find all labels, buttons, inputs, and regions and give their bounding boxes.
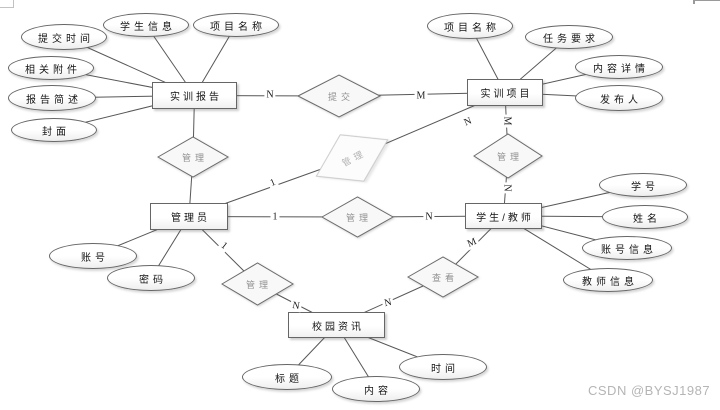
attribute-publisher: 发布人 [575, 85, 663, 111]
relationship-manage-report-label: 管理 [181, 152, 208, 163]
attribute-teacher-info: 教师信息 [563, 268, 653, 292]
cardinality-label: N [289, 299, 303, 313]
attribute-password: 密码 [107, 265, 195, 291]
attribute-password-label: 密码 [139, 274, 167, 286]
entity-training-report: 实训报告 [152, 82, 237, 109]
entity-training-project-label: 实训项目 [480, 89, 533, 100]
attribute-account-label: 账号 [81, 252, 109, 264]
diamond-shape [296, 74, 382, 118]
diamond-outline [406, 256, 480, 298]
cardinality-label: N [423, 211, 435, 223]
diamond-shape [320, 196, 394, 238]
relationship-manage-student-h: 管理 [320, 196, 394, 238]
entity-training-report-label: 实训报告 [170, 92, 222, 103]
cropped-ui-fragment-topright [693, 0, 720, 4]
diamond-outline [315, 134, 389, 182]
attribute-related-attachments: 相关附件 [8, 56, 94, 80]
relationship-submit-label: 提交 [327, 91, 354, 102]
diamond-shape [473, 133, 543, 179]
cardinality-label: N [264, 89, 276, 101]
cropped-ui-fragment-topleft [0, 0, 14, 8]
entity-admin-label: 管理员 [171, 213, 210, 224]
relationship-manage-student-v: 管理 [473, 133, 543, 179]
entity-admin: 管理员 [150, 203, 228, 230]
attribute-report-summary-label: 报告简述 [26, 94, 82, 106]
attribute-content-details-label: 内容详情 [593, 63, 649, 75]
attribute-cover-label: 封面 [42, 126, 70, 138]
relationship-view-label: 查看 [431, 272, 458, 283]
entity-student-teacher: 学生/教师 [465, 203, 542, 229]
attribute-student-id: 学号 [599, 173, 687, 197]
diamond-outline [220, 262, 294, 306]
relationship-manage-news: 管理 [220, 262, 294, 306]
attribute-project-name: 项目名称 [427, 13, 513, 39]
attribute-project-name-label: 项目名称 [444, 22, 500, 34]
diamond-shape [156, 136, 230, 178]
attribute-task-requirements: 任务要求 [525, 25, 613, 49]
entity-training-project: 实训项目 [467, 79, 543, 106]
cardinality-label: N [381, 296, 395, 310]
attribute-cover: 封面 [11, 118, 97, 142]
attribute-project-name-report-label: 项目名称 [210, 21, 266, 33]
relationship-view: 查看 [406, 256, 480, 298]
attribute-title-label: 标题 [275, 373, 303, 385]
attribute-account-info-label: 账号信息 [601, 244, 657, 256]
cardinality-label: N [501, 182, 513, 194]
attribute-publisher-label: 发布人 [600, 94, 642, 106]
relationship-manage-student-v-label: 管理 [496, 151, 523, 162]
diamond-shape [406, 256, 480, 298]
attribute-report-summary: 报告简述 [8, 85, 96, 111]
attribute-time-label: 时间 [431, 363, 459, 375]
attribute-content-details: 内容详情 [575, 55, 663, 79]
relationship-manage-report: 管理 [156, 136, 230, 178]
attribute-content: 内容 [332, 376, 420, 402]
attribute-task-requirements-label: 任务要求 [543, 33, 599, 45]
relationship-manage-news-label: 管理 [245, 279, 272, 290]
attribute-project-name-report: 项目名称 [193, 13, 279, 37]
attribute-student-info-label: 学生信息 [120, 21, 176, 33]
diamond-outline [156, 136, 230, 178]
diamond-shape [315, 134, 389, 182]
diamond-outline [296, 74, 382, 118]
entity-student-teacher-label: 学生/教师 [476, 212, 534, 224]
cardinality-label: M [501, 114, 513, 128]
watermark: CSDN @BYSJ1987 [588, 383, 711, 398]
attribute-account: 账号 [49, 243, 137, 269]
attribute-title: 标题 [242, 364, 332, 390]
diamond-shape [220, 262, 294, 306]
cardinality-label: 1 [270, 211, 280, 223]
attribute-teacher-info-label: 教师信息 [582, 276, 638, 288]
entity-campus-news: 校园资讯 [288, 312, 385, 338]
attribute-time: 时间 [399, 354, 487, 380]
attribute-student-id-label: 学号 [631, 181, 659, 193]
attribute-name-label: 姓名 [633, 213, 661, 225]
attribute-name: 姓名 [602, 205, 688, 229]
cardinality-label: M [414, 90, 428, 102]
entity-campus-news-label: 校园资讯 [312, 321, 364, 333]
attribute-student-info: 学生信息 [103, 13, 189, 37]
relationship-manage-project: 管理 [305, 117, 400, 200]
attribute-content-label: 内容 [364, 385, 392, 397]
diamond-outline [473, 133, 543, 179]
diamond-outline [320, 196, 394, 238]
attribute-account-info: 账号信息 [582, 236, 672, 260]
attribute-submit-time: 提交时间 [21, 24, 107, 50]
attribute-submit-time-label: 提交时间 [38, 33, 94, 45]
relationship-submit: 提交 [296, 74, 382, 118]
relationship-manage-student-h-label: 管理 [345, 212, 372, 223]
attribute-related-attachments-label: 相关附件 [25, 64, 81, 76]
